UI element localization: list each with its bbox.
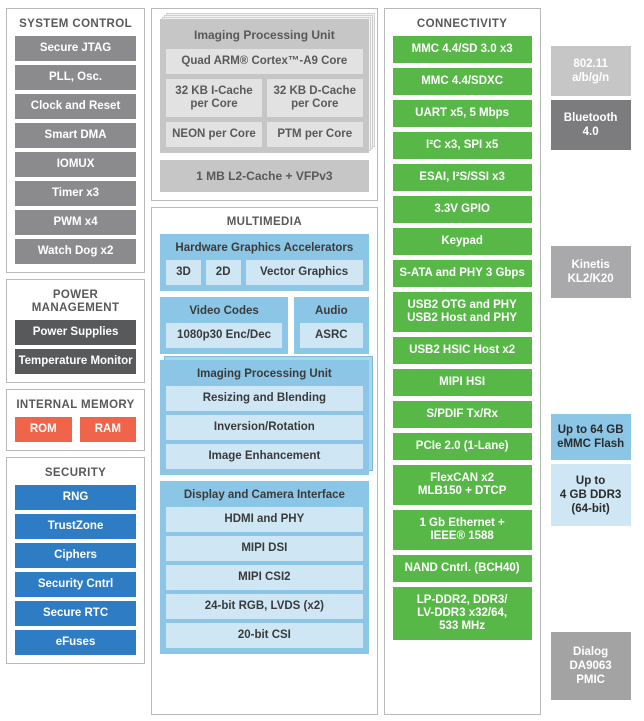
block-quad-arm-core[interactable]: Quad ARM® Cortex™-A9 Core [166, 49, 363, 74]
connectivity-panel: CONNECTIVITY MMC 4.4/SD 3.0 x3 MMC 4.4/S… [383, 8, 541, 715]
block-image-enhancement[interactable]: Image Enhancement [166, 444, 363, 469]
security-title: SECURITY [44, 467, 107, 479]
audio-title: Audio [315, 305, 348, 317]
block-clock-and-reset[interactable]: Clock and Reset [15, 94, 137, 119]
block-timer[interactable]: Timer x3 [15, 181, 137, 206]
block-ethernet-ieee1588[interactable]: 1 Gb Ethernet + IEEE® 1588 [392, 510, 532, 550]
block-pll-osc[interactable]: PLL, Osc. [15, 65, 137, 90]
block-neon-per-core[interactable]: NEON per Core [166, 122, 262, 147]
block-efuses[interactable]: eFuses [15, 630, 137, 655]
block-33v-gpio[interactable]: 3.3V GPIO [392, 196, 532, 223]
power-management-title: POWER MANAGEMENT [31, 289, 120, 314]
block-mmc-sd-30[interactable]: MMC 4.4/SD 3.0 x3 [392, 36, 532, 63]
cpu-complex-panel: Imaging Processing Unit Quad ARM® Cortex… [151, 8, 378, 201]
block-temperature-monitor[interactable]: Temperature Monitor [15, 349, 137, 374]
block-2d[interactable]: 2D [205, 260, 241, 285]
multimedia-title: MULTIMEDIA [226, 216, 303, 228]
block-keypad[interactable]: Keypad [392, 228, 532, 255]
display-camera-interface-group: Display and Camera Interface HDMI and PH… [160, 481, 369, 654]
block-l2-cache[interactable]: 1 MB L2-Cache + VFPv3 [160, 160, 369, 192]
block-mipi-csi2[interactable]: MIPI CSI2 [166, 565, 363, 590]
block-ciphers[interactable]: Ciphers [15, 543, 137, 568]
block-i-cache[interactable]: 32 KB I-Cache per Core [166, 79, 262, 117]
imaging-processing-unit-title: Imaging Processing Unit [196, 368, 332, 380]
graphics-accelerators-row: 3D 2D Vector Graphics [166, 260, 363, 285]
block-hdmi-and-phy[interactable]: HDMI and PHY [166, 507, 363, 532]
internal-memory-title: INTERNAL MEMORY [16, 399, 135, 411]
ipu-stack-wrapper: Imaging Processing Unit Resizing and Ble… [160, 356, 373, 475]
block-mipi-hsi[interactable]: MIPI HSI [392, 369, 532, 396]
block-security-cntrl[interactable]: Security Cntrl [15, 572, 137, 597]
block-pcie[interactable]: PCIe 2.0 (1-Lane) [392, 433, 532, 460]
block-iomux[interactable]: IOMUX [15, 152, 137, 177]
block-smart-dma[interactable]: Smart DMA [15, 123, 137, 148]
block-usb2-hsic-host[interactable]: USB2 HSIC Host x2 [392, 337, 532, 364]
internal-memory-row: ROM RAM [15, 417, 137, 442]
video-audio-row: Video Codes 1080p30 Enc/Dec Audio ASRC [160, 297, 369, 354]
block-resizing-and-blending[interactable]: Resizing and Blending [166, 386, 363, 411]
block-rng[interactable]: RNG [15, 485, 137, 510]
system-control-title: SYSTEM CONTROL [19, 18, 133, 30]
block-mmc-sdxc[interactable]: MMC 4.4/SDXC [392, 68, 532, 95]
cpu-stack-wrapper: Imaging Processing Unit Quad ARM® Cortex… [160, 13, 375, 153]
system-control-panel: SYSTEM CONTROL Secure JTAG PLL, Osc. Clo… [6, 8, 146, 273]
display-camera-interface-title: Display and Camera Interface [183, 489, 345, 501]
block-vector-graphics[interactable]: Vector Graphics [245, 260, 363, 285]
block-nand-cntrl[interactable]: NAND Cntrl. (BCH40) [392, 555, 532, 582]
external-block-bluetooth[interactable]: Bluetooth 4.0 [550, 100, 631, 150]
block-1080p30-enc-dec[interactable]: 1080p30 Enc/Dec [166, 323, 282, 348]
block-flexcan-mlb150[interactable]: FlexCAN x2 MLB150 + DTCP [392, 465, 532, 505]
block-ddr-memory-controller[interactable]: LP-DDR2, DDR3/ LV-DDR3 x32/64, 533 MHz [392, 587, 532, 640]
video-codes-group: Video Codes 1080p30 Enc/Dec [160, 297, 288, 354]
block-pwm[interactable]: PWM x4 [15, 210, 137, 235]
graphics-accelerators-title: Hardware Graphics Accelerators [175, 242, 354, 254]
block-20bit-csi[interactable]: 20-bit CSI [166, 623, 363, 648]
block-sata-and-phy[interactable]: S-ATA and PHY 3 Gbps [392, 260, 532, 287]
block-rom[interactable]: ROM [15, 417, 72, 442]
block-trustzone[interactable]: TrustZone [15, 514, 137, 539]
block-asrc[interactable]: ASRC [299, 323, 363, 348]
cpu-unit-row: NEON per Core PTM per Core [166, 122, 363, 147]
block-i2c-spi[interactable]: I²C x3, SPI x5 [392, 132, 532, 159]
cpu-box: Imaging Processing Unit Quad ARM® Cortex… [160, 19, 369, 153]
external-components-column: 802.11 a/b/g/n Bluetooth 4.0 Kinetis KL2… [547, 8, 638, 715]
multimedia-panel: MULTIMEDIA Hardware Graphics Accelerator… [151, 207, 378, 715]
external-block-ddr3[interactable]: Up to 4 GB DDR3 (64-bit) [550, 464, 631, 526]
block-usb2-otg-host[interactable]: USB2 OTG and PHY USB2 Host and PHY [392, 292, 532, 332]
external-block-wifi[interactable]: 802.11 a/b/g/n [550, 46, 631, 96]
block-spdif[interactable]: S/PDIF Tx/Rx [392, 401, 532, 428]
block-mipi-dsi[interactable]: MIPI DSI [166, 536, 363, 561]
block-ram[interactable]: RAM [79, 417, 137, 442]
block-secure-rtc[interactable]: Secure RTC [15, 601, 137, 626]
left-column: SYSTEM CONTROL Secure JTAG PLL, Osc. Clo… [6, 8, 146, 715]
cpu-cache-row: 32 KB I-Cache per Core 32 KB D-Cache per… [166, 79, 363, 122]
block-power-supplies[interactable]: Power Supplies [15, 320, 137, 345]
block-24bit-rgb-lvds[interactable]: 24-bit RGB, LVDS (x2) [166, 594, 363, 619]
graphics-accelerators-group: Hardware Graphics Accelerators 3D 2D Vec… [160, 234, 369, 291]
block-secure-jtag[interactable]: Secure JTAG [15, 36, 137, 61]
video-codes-title: Video Codes [189, 305, 259, 317]
block-watch-dog[interactable]: Watch Dog x2 [15, 239, 137, 264]
block-3d[interactable]: 3D [166, 260, 201, 285]
cpu-title: Imaging Processing Unit [194, 28, 335, 42]
power-management-panel: POWER MANAGEMENT Power Supplies Temperat… [6, 279, 146, 383]
center-column: Imaging Processing Unit Quad ARM® Cortex… [151, 8, 378, 715]
audio-group: Audio ASRC [293, 297, 369, 354]
connectivity-column: CONNECTIVITY MMC 4.4/SD 3.0 x3 MMC 4.4/S… [383, 8, 541, 715]
imaging-processing-unit-group: Imaging Processing Unit Resizing and Ble… [160, 360, 369, 475]
external-block-kinetis[interactable]: Kinetis KL2/K20 [550, 246, 631, 298]
block-d-cache[interactable]: 32 KB D-Cache per Core [266, 79, 363, 117]
block-ptm-per-core[interactable]: PTM per Core [266, 122, 363, 147]
block-uart[interactable]: UART x5, 5 Mbps [392, 100, 532, 127]
connectivity-title: CONNECTIVITY [416, 18, 508, 30]
block-inversion-rotation[interactable]: Inversion/Rotation [166, 415, 363, 440]
security-panel: SECURITY RNG TrustZone Ciphers Security … [6, 457, 146, 664]
block-esai-i2s-ssi[interactable]: ESAI, I²S/SSI x3 [392, 164, 532, 191]
external-block-emmc-flash[interactable]: Up to 64 GB eMMC Flash [550, 414, 631, 460]
external-block-pmic[interactable]: Dialog DA9063 PMIC [550, 632, 631, 700]
internal-memory-panel: INTERNAL MEMORY ROM RAM [6, 389, 146, 451]
